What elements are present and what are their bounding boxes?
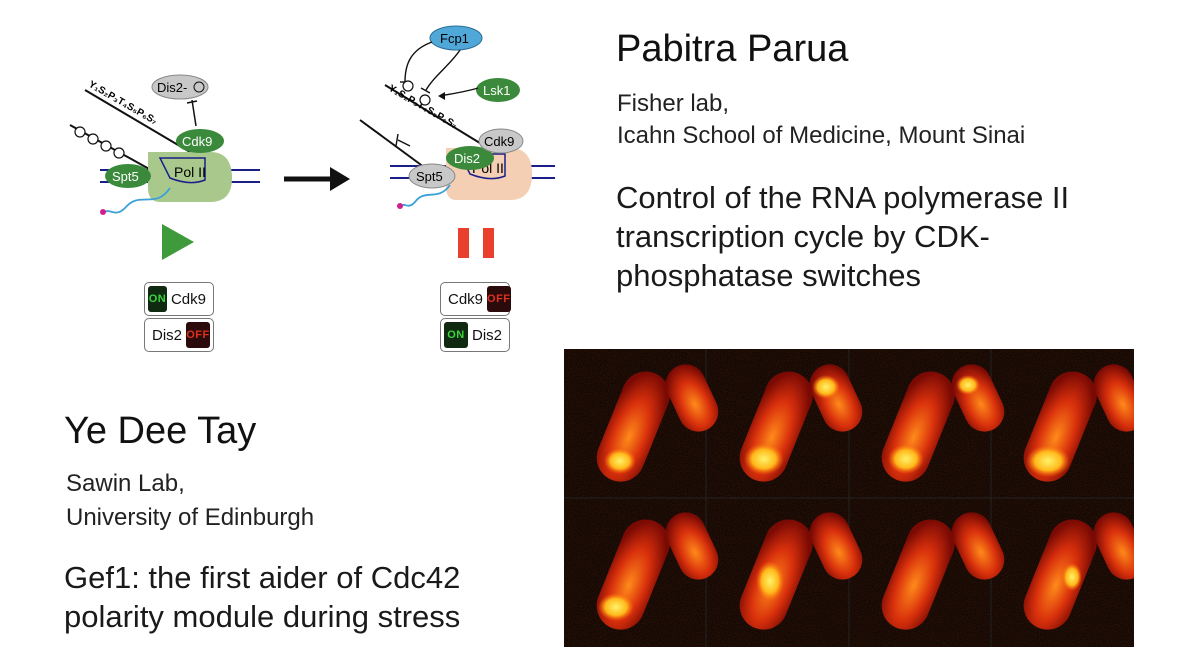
switch-off-indicator: OFF <box>186 322 210 348</box>
switch-on-indicator: ON <box>148 286 167 312</box>
dis2-on-switch: ON Dis2 <box>440 318 510 352</box>
speaker2-name: Ye Dee Tay <box>64 410 257 452</box>
cdk9-on-switch: ON Cdk9 <box>144 282 214 316</box>
pause-icon <box>458 228 496 258</box>
speaker2-talk-title: Gef1: the first aider of Cdc42 polarity … <box>64 558 544 636</box>
diagram-paused-state: Fcp1 Lsk1 Y₁S₂P₃T₄S₅P₆S₇ Pol II Spt5 Dis… <box>359 25 555 209</box>
talk-title-line: Gef1: the first aider of Cdc42 <box>64 560 461 595</box>
microscopy-image-grid <box>564 349 1134 647</box>
fcp1-protein <box>429 25 483 51</box>
speaker1-name: Pabitra Parua <box>616 28 849 70</box>
talk-title-line: polarity module during stress <box>64 599 461 634</box>
spt5-phospho-marks <box>74 126 125 159</box>
dis2p-label: Dis2- <box>157 80 187 95</box>
cell-frame <box>1023 364 1134 482</box>
cell-frame <box>596 512 719 630</box>
cdk9-label: Cdk9 <box>182 134 212 149</box>
dis2-off-switch: Dis2 OFF <box>144 318 214 352</box>
spt5-protein <box>105 164 151 188</box>
speaker2-affiliation-line1: Sawin Lab, <box>66 470 185 497</box>
cdk9-off-switch: Cdk9 OFF <box>440 282 511 316</box>
speaker1-affiliation-line1: Fisher lab, <box>617 90 730 117</box>
lsk1-protein <box>476 78 520 102</box>
diagram-active-state: Y₁S₂P₃T₄S₅P₆S₇ Pol II Spt5 Cdk9 Dis2- <box>69 74 260 215</box>
cell-frame <box>596 364 719 482</box>
switch-label: Cdk9 <box>448 290 484 308</box>
dis2-phospho-protein <box>151 74 209 100</box>
ctd-sequence-label: Y₁S₂P₃T₄S₅P₆S₇ <box>87 79 159 127</box>
switch-label: Dis2 <box>152 326 183 344</box>
cdk9-protein <box>478 128 524 154</box>
spt5-protein <box>408 163 456 189</box>
transition-arrow-icon <box>284 167 350 191</box>
switch-label: Cdk9 <box>170 290 206 308</box>
cell-frame <box>881 364 1005 482</box>
talk-title-line: Control of the RNA polymerase II <box>616 180 1070 215</box>
switch-label: Dis2 <box>471 326 502 344</box>
talk-title-line: transcription cycle by CDK- <box>616 219 990 254</box>
cell-frame <box>739 512 863 630</box>
ctd-sequence-label: Y₁S₂P₃T₄S₅P₆S₇ <box>387 83 459 131</box>
spt5-label: Spt5 <box>112 169 139 184</box>
cell-frame <box>1023 512 1134 630</box>
cdk9-protein <box>176 129 224 153</box>
speaker1-talk-title: Control of the RNA polymerase II transcr… <box>616 178 1176 295</box>
speaker2-affiliation-line2: University of Edinburgh <box>66 504 315 531</box>
cdk9-label: Cdk9 <box>484 134 514 149</box>
cell-frame <box>881 512 1005 630</box>
lsk1-label: Lsk1 <box>483 83 510 98</box>
spt5-label: Spt5 <box>416 169 443 184</box>
ctd-phospho-marks <box>402 80 431 106</box>
switch-off-indicator: OFF <box>487 286 511 312</box>
dis2-label: Dis2 <box>454 151 480 166</box>
talk-title-line: phosphatase switches <box>616 258 922 293</box>
play-icon <box>162 224 194 260</box>
speaker1-affiliation-line2: Icahn School of Medicine, Mount Sinai <box>617 122 1026 149</box>
cell-frame <box>739 364 863 482</box>
dis2-protein <box>446 146 494 170</box>
pol2-label: Pol II <box>174 164 206 180</box>
fcp1-label: Fcp1 <box>440 31 469 46</box>
switch-on-indicator: ON <box>444 322 468 348</box>
